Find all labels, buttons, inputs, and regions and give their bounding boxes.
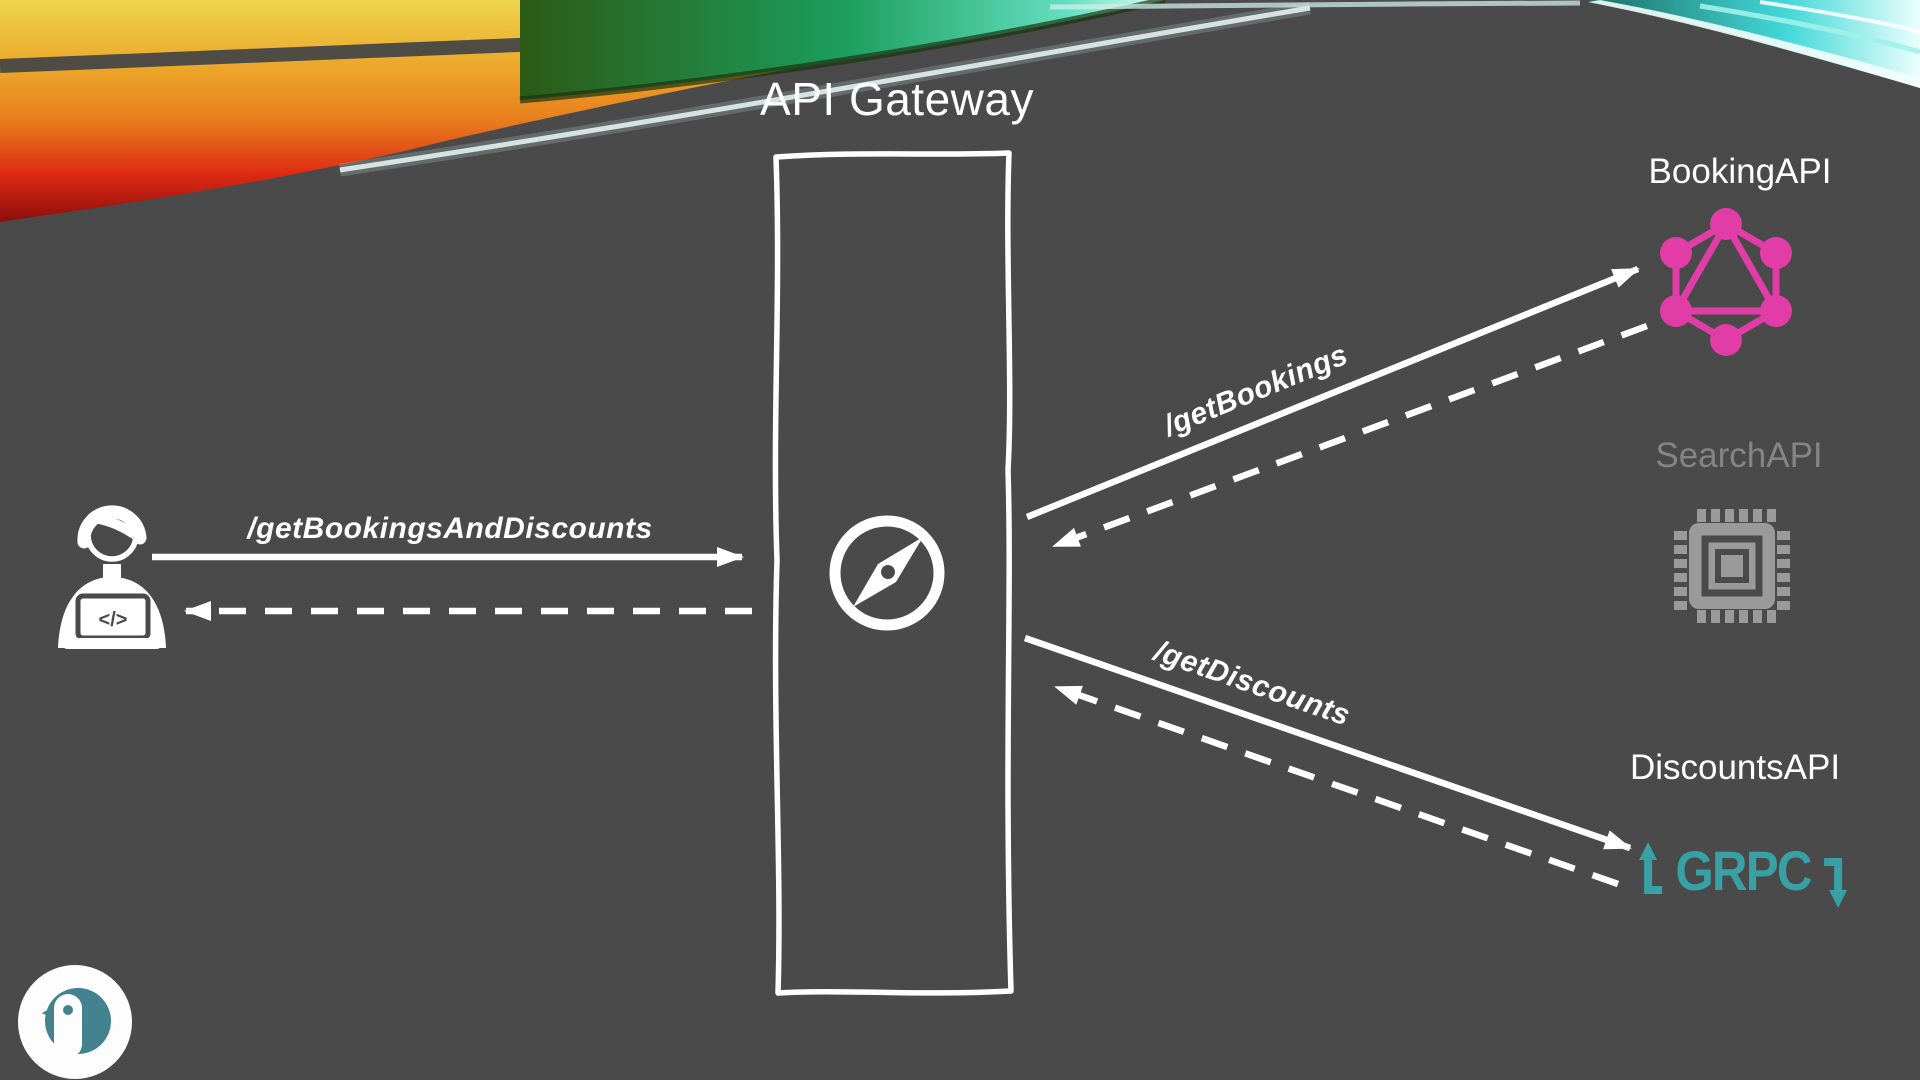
developer-icon: </> <box>58 505 166 649</box>
response-arrow-discounts-to-gateway <box>1054 683 1620 888</box>
laptop-code-label: </> <box>99 609 128 631</box>
grpc-down-arrow-icon <box>1823 858 1847 908</box>
compass-icon <box>829 515 945 631</box>
grpc-logo: GRPC <box>1636 830 1850 912</box>
bird-logo <box>18 965 132 1079</box>
grpc-logo-text: GRPC <box>1675 839 1812 902</box>
service-label-discounts-api: DiscountsAPI <box>1629 748 1841 787</box>
request-arrow-gateway-to-booking <box>1025 265 1640 521</box>
response-arrow-booking-to-gateway <box>1052 306 1692 550</box>
request-label-bookings-and-discounts: /getBookingsAndDiscounts <box>247 512 653 545</box>
request-arrow-gateway-to-discounts <box>1023 634 1632 852</box>
api-gateway-title: API Gateway <box>760 73 1034 125</box>
api-gateway-box <box>772 150 1014 996</box>
graphql-logo-icon <box>1660 208 1792 356</box>
cpu-chip-icon <box>1674 509 1790 623</box>
grpc-up-arrow-icon <box>1639 842 1663 894</box>
service-label-search-api: SearchAPI <box>1655 436 1823 475</box>
service-label-booking-api: BookingAPI <box>1648 152 1832 191</box>
